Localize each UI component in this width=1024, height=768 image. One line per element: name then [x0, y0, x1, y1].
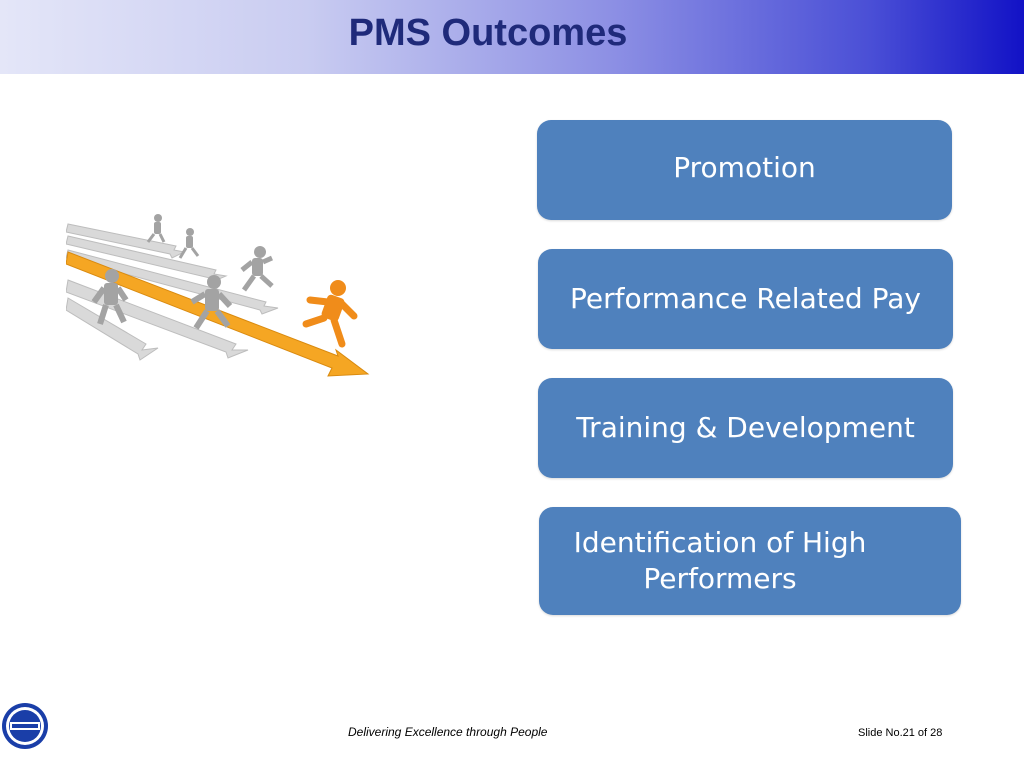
footer-tagline: Delivering Excellence through People [348, 725, 548, 739]
company-logo [2, 703, 48, 749]
outcome-label: Performance Related Pay [570, 282, 921, 315]
title-bar [0, 0, 1024, 74]
orange-leader-runner [302, 280, 358, 348]
gray-runner [190, 275, 233, 330]
outcome-label: Promotion [673, 151, 816, 184]
runners-race-illustration [66, 214, 370, 377]
gray-arrow [66, 223, 186, 259]
gray-runner [178, 228, 200, 259]
outcome-label: Training & Development [576, 411, 915, 444]
outcome-box-training-development: Training & Development [538, 378, 953, 478]
outcome-box-promotion: Promotion [537, 120, 952, 220]
outcome-box-performance-related-pay: Performance Related Pay [538, 249, 953, 349]
outcome-label: Identification of High Performers [573, 526, 867, 595]
gray-arrow [66, 297, 159, 361]
outcome-box-high-performers: Identification of High Performers [539, 507, 961, 615]
slide-number: Slide No.21 of 28 [858, 727, 943, 739]
page-title: PMS Outcomes [348, 12, 628, 54]
gray-runner [240, 246, 274, 292]
gray-runner [146, 214, 166, 243]
gray-runner [91, 269, 129, 325]
